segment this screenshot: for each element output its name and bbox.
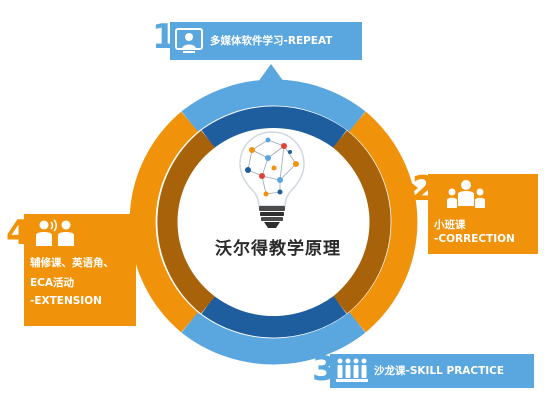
step-4-box: 辅修课、英语角、 ECA活动 -EXTENSION [24,214,136,326]
inner-ring [157,106,391,338]
step-3-label: 沙龙课-SKILL PRACTICE [374,365,505,377]
inner-ring-bottom [201,295,347,338]
conversation-icon [36,219,74,246]
salon-group-icon [336,358,368,382]
outer-ring-bottom-blue [181,312,366,365]
step-2-box: 小班课 -CORRECTION [428,174,538,254]
inner-ring-right [332,130,391,314]
step-2-label-line2: -CORRECTION [434,233,515,245]
lightbulb-icon [239,131,305,228]
step-4-number: 4 [6,213,30,253]
computer-user-icon [175,28,203,53]
inner-ring-left [157,130,216,314]
arrow-to-step-3 [283,340,305,360]
outer-ring-right-orange [348,111,418,333]
small-class-icon [447,180,485,208]
step-4-label-line2: ECA活动 [30,277,75,289]
outer-ring-top-blue [181,79,366,132]
inner-ring-top [201,106,347,149]
step-1-label: 多媒体软件学习-REPEAT [210,35,333,47]
arrow-to-step-4 [134,240,152,272]
step-4-label-line3: -EXTENSION [30,295,102,307]
outer-ring-left-orange [129,111,199,333]
step-3-box: 沙龙课-SKILL PRACTICE [330,354,534,388]
step-2-label-line1: 小班课 [434,219,466,231]
step-3-number: 3 [312,349,336,389]
step-1-box: 多媒体软件学习-REPEAT [170,22,362,60]
arrow-to-step-2 [398,172,418,204]
step-4-label-line1: 辅修课、英语角、 [30,257,114,269]
arrow-to-step-1 [258,64,284,82]
step-1-number: 1 [152,17,176,57]
center-title: 沃尔得教学原理 [215,239,341,259]
outer-ring [129,79,418,365]
